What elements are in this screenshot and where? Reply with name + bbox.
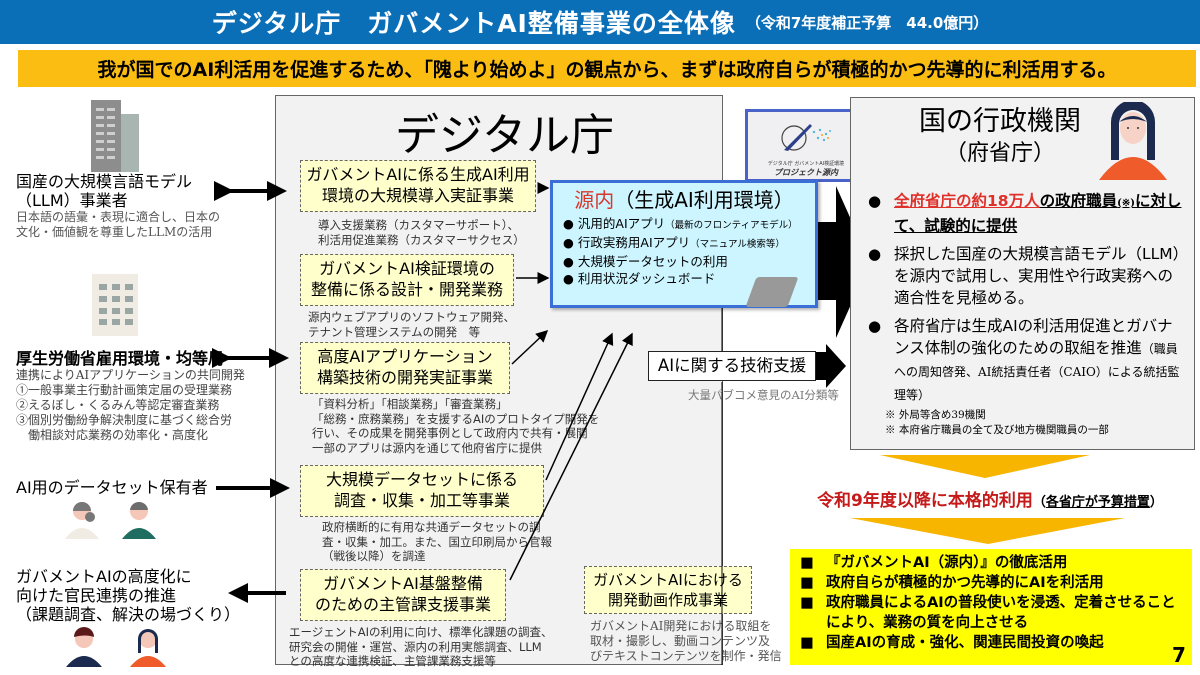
header-bar: デジタル庁 ガバメントAI整備事業の全体像 （令和7年度補正予算 44.0億円） [0,0,1200,44]
project-note: 導入支援業務（カスタマーサポート）、 利活用促進業務（カスタマーサクセス） [318,218,525,247]
building-icon [92,274,138,336]
gennai-environment-box: 源内（生成AI利用環境） ● 汎用的AIアプリ（最新のフロンティアモデル） ● … [550,180,818,308]
list-item: ■『ガバメントAI（源内）』の徹底活用 [800,555,1068,571]
policy-banner: 我が国でのAI利活用を促進するため、「隗より始めよ」の観点から、まずは政府自らが… [18,50,1196,87]
project-note: 「資料分析」「相談業務」「審査業務」 「総務・庶務業務」を支援するAIのプロトタ… [312,397,600,455]
outcomes-box: ■『ガバメントAI（源内）』の徹底活用 ■政府自らが積極的かつ先導的にAIを利活… [790,549,1192,665]
project-box-owner-support: ガバメントAI基盤整備 のための主管課支援事業 [300,569,506,621]
project-box-advanced-ai-apps: 高度AIアプリケーション 構築技術の開発実証事業 [300,342,510,394]
project-note: エージェントAIの利用に向け、標準化課題の調査、 研究会の開催・運営、源内の利用… [289,625,553,668]
gennai-title: 源内（生成AI利用環境） [574,188,794,212]
down-arrow-2 [850,518,1125,544]
gennai-feature-list: ● 汎用的AIアプリ（最新のフロンティアモデル） ● 行政実務用AIアプリ（マニ… [563,215,805,287]
digital-agency-title: デジタル庁 [395,110,615,161]
logo-caption: デジタル庁 ガバメントAI検証環境 [767,161,845,167]
project-note: 政府横断的に有用な共通データセットの調 査・収集・加工。また、国立印刷局から官報… [322,520,552,563]
tech-support-box: AIに関する技術支援 [648,351,816,381]
ministries-footnotes: ※ 外局等含め39機関 ※ 本府省庁職員の全て及び地方機関職員の一部 [885,409,1109,436]
actor-description: 連携によりAIアプリケーションの共同開発 ①一般事業主行動計画策定届の受理業務 … [16,368,245,442]
list-item: ● 行政実務用AIアプリ（マニュアル検索等） [563,235,785,250]
actor-title: 厚生労働省雇用環境・均等局 [16,349,225,368]
paintbrush-logo-icon [781,124,831,151]
project-box-video: ガバメントAIにおける 開発動画作成事業 [584,566,752,614]
ministries-panel [850,97,1195,450]
list-item: ■政府職員によるAIの普段使いを浸透、定着させることにより、業務の質を向上させる [800,595,1176,631]
list-item: ●各府省庁は生成AIの利活用促進とガバナンス体制の強化のための取組を推進（職員へ… [868,317,1180,402]
tech-support-note: 大量パブコメ意見のAI分類等 [688,388,839,402]
ministries-title: 国の行政機関 [919,106,1081,137]
page-number: 7 [1172,643,1186,667]
actor-public-private: ガバメントAIの高度化に 向けた官民連携の推進 （課題調査、解決の場づくり） [16,567,241,624]
project-box-dataset: 大規模データセットに係る 調査・収集・加工等事業 [300,465,544,517]
list-item: ●採択した国産の大規模言語モデル（LLM）を源内で試用し、実用性や行政実務への適… [868,245,1181,307]
actor-llm-vendors: 国産の大規模言語モデル （LLM）事業者 日本語の語彙・表現に適合し、日本の 文… [16,172,220,240]
people-icon [66,627,166,667]
actor-description: 日本語の語彙・表現に適合し、日本の 文化・価値観を尊重したLLMの活用 [16,210,221,239]
office-building-icon [91,100,139,172]
page-title: デジタル庁 ガバメントAI整備事業の全体像 [211,9,736,38]
full-scale-use-statement: 令和9年度以降に本格的利用（各省庁が予算措置） [817,491,1163,511]
budget-subtitle: （令和7年度補正予算 44.0億円） [745,13,989,32]
actor-mhlw: 厚生労働省雇用環境・均等局 連携によりAIアプリケーションの共同開発 ①一般事業… [16,349,245,443]
ministries-bullets: ● 全府省庁の約18万人の政府職員(※)に対して、試験的に提供 ●採択した国産の… [868,190,1188,412]
ministries-subtitle: （府省庁） [944,141,1055,166]
laptop-icon [745,277,799,307]
project-note: ガバメントAI開発における取組を 取材・撮影し、動画コンテンツ及 びテキストコン… [590,619,782,663]
list-item: ■政府自らが積極的かつ先導的にAIを利活用 [800,575,1104,591]
logo-name: プロジェクト源内 [774,168,838,177]
list-item: ● 利用状況ダッシュボード [563,271,716,286]
down-arrow-1 [880,455,1090,478]
actor-title: 国産の大規模言語モデル （LLM）事業者 [16,172,193,210]
project-box-gennai-rollout: ガバメントAIに係る生成AI利用 環境の大規模導入実証事業 [300,160,536,212]
project-note: 源内ウェブアプリのソフトウェア開発、 テナント管理システムの開発 等 [308,310,515,339]
list-item: ● 大規模データセットの利用 [563,254,728,269]
list-item: ■国産AIの育成・強化、関連民間投資の喚起 [800,635,1104,651]
list-item: ● 汎用的AIアプリ（最新のフロンティアモデル） [563,216,798,231]
people-icon [65,501,156,539]
actor-dataset-holders: AI用のデータセット保有者 [16,478,208,497]
civil-servant-avatar-icon [1099,102,1167,180]
list-item: ● 全府省庁の約18万人の政府職員(※)に対して、試験的に提供 [868,192,1182,235]
project-gennai-logo: デジタル庁 ガバメントAI検証環境 プロジェクト源内 [745,109,867,182]
project-box-verification-env: ガバメントAI検証環境の 整備に係る設計・開発業務 [300,254,514,306]
